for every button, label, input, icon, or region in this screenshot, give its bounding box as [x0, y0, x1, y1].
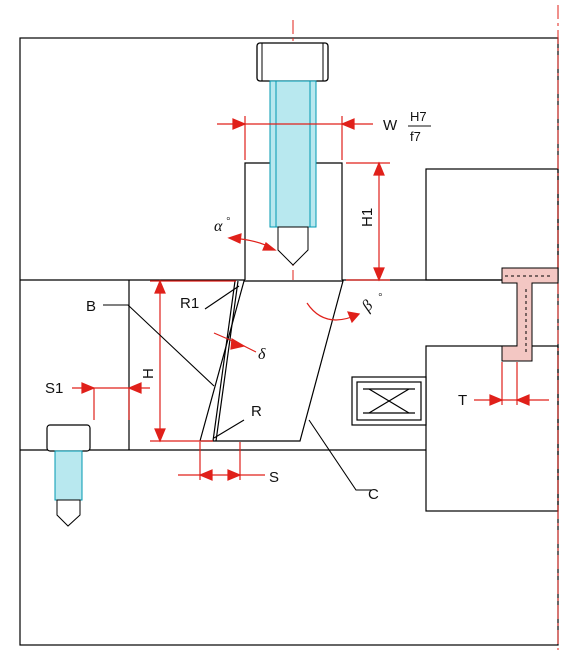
- mold-outline: [19, 37, 559, 646]
- fit-top-label: H7: [410, 109, 427, 124]
- beta-degree: °: [378, 292, 382, 303]
- beta-label: β: [358, 297, 376, 315]
- leader-lines: [103, 285, 372, 491]
- width-symbol: W: [383, 117, 398, 134]
- spring-guide: [351, 376, 427, 426]
- s1-label: S1: [45, 380, 63, 397]
- r-label: R: [251, 403, 262, 420]
- lower-right-block: [425, 345, 559, 512]
- fit-bottom-label: f7: [410, 129, 421, 144]
- c-label: C: [368, 486, 379, 503]
- fit-tolerance: H7 f7: [408, 109, 431, 144]
- dimension-lines: [72, 116, 549, 481]
- seal-icon: [501, 267, 559, 362]
- t-label: T: [458, 392, 467, 409]
- upper-right-block: [425, 168, 559, 281]
- b-label: B: [86, 298, 96, 315]
- cap-screw-icon: [256, 42, 329, 266]
- slider-b: [212, 280, 236, 442]
- s-label: S: [269, 469, 279, 486]
- alpha-label: α: [214, 218, 223, 235]
- r1-label: R1: [180, 295, 199, 312]
- height1-label: H1: [359, 208, 376, 227]
- height-label: H: [140, 368, 157, 379]
- slider-c: [199, 280, 344, 442]
- delta-label: δ: [258, 346, 266, 363]
- alpha-degree: °: [226, 216, 230, 227]
- small-screw-icon: [46, 424, 91, 527]
